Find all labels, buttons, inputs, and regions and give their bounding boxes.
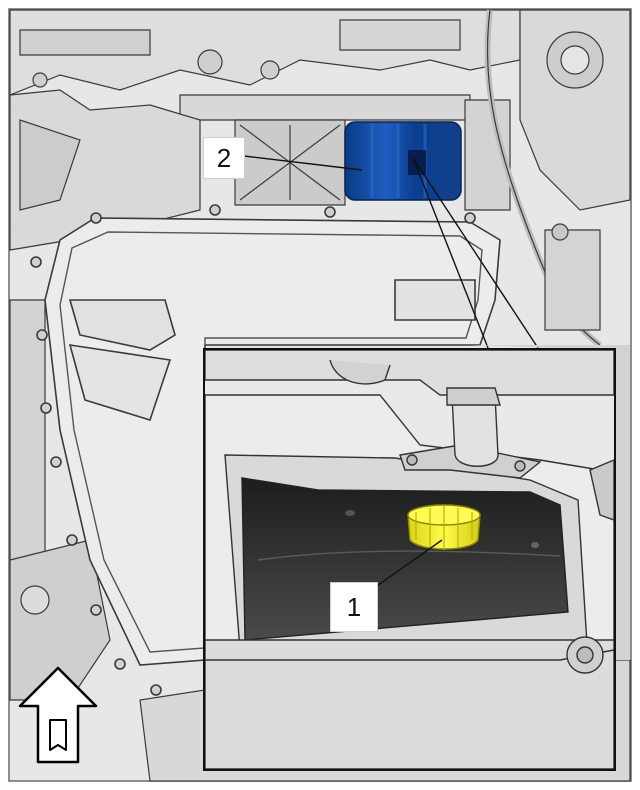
callout-2: 2 [203,137,245,179]
engine-left [9,89,201,701]
callout-1: 1 [330,582,378,632]
detail-leaders [243,155,539,349]
yellow-cap-part [407,504,481,550]
blue-highlight-part [344,121,462,201]
engine-top [9,9,631,348]
up-arrow-icon [18,666,98,764]
detail-inset [203,348,616,771]
